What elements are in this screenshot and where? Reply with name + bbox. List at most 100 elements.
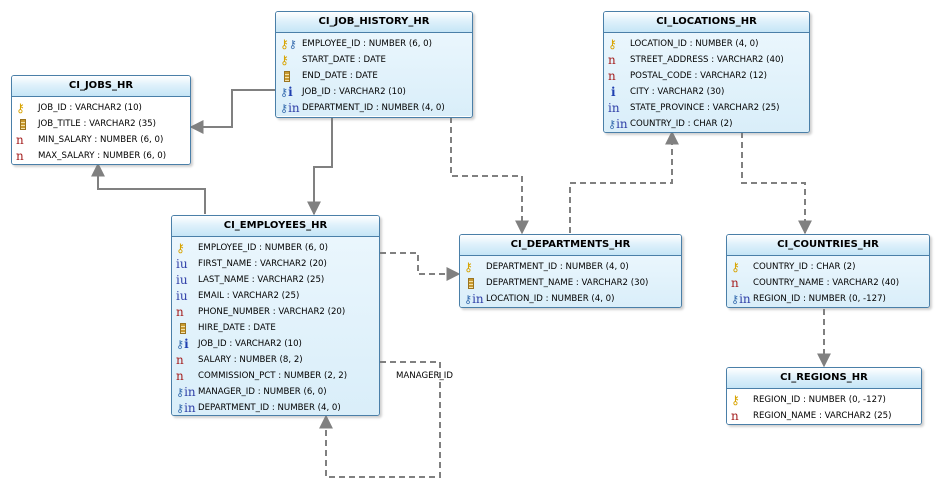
entity-column-row[interactable]: HIRE_DATE : DATE xyxy=(172,320,379,336)
column-definition: JOB_ID : VARCHAR2 (10) xyxy=(198,339,302,349)
column-definition: JOB_TITLE : VARCHAR2 (35) xyxy=(38,119,157,129)
column-definition: REGION_ID : NUMBER (0, -127) xyxy=(753,395,886,405)
column-definition: EMPLOYEE_ID : NUMBER (6, 0) xyxy=(302,39,432,49)
entity-column-row[interactable]: END_DATE : DATE xyxy=(276,68,472,84)
connector-jobhistory-employees xyxy=(307,117,333,216)
fk-indexed-nullable-icon: ⚷in xyxy=(608,117,628,131)
entity-employees[interactable]: CI_EMPLOYEES_HR ⚷ EMPLOYEE_ID : NUMBER (6… xyxy=(171,215,380,416)
fk-indexed-icon: ⚷i xyxy=(280,85,293,99)
entity-title: CI_JOB_HISTORY_HR xyxy=(276,12,472,33)
entity-locations[interactable]: CI_LOCATIONS_HR ⚷LOCATION_ID : NUMBER (4… xyxy=(603,11,810,133)
date-column-icon xyxy=(176,320,196,336)
column-definition: COUNTRY_ID : CHAR (2) xyxy=(753,262,856,272)
entity-column-row[interactable]: ⚷JOB_ID : VARCHAR2 (10) xyxy=(12,100,190,116)
entity-column-row[interactable]: ⚷DEPARTMENT_ID : NUMBER (4, 0) xyxy=(460,259,681,275)
fk-indexed-icon: ⚷i xyxy=(176,337,189,351)
indexed-icon: i xyxy=(611,85,616,99)
pk-key-icon: ⚷ xyxy=(608,37,617,51)
fk-indexed-nullable-icon: ⚷in xyxy=(731,292,751,306)
pk-fk-key-icon: ⚷⚷ xyxy=(280,37,297,51)
fk-indexed-nullable-icon: ⚷in xyxy=(176,401,196,415)
entity-column-row[interactable]: ⚷ EMPLOYEE_ID : NUMBER (6, 0) xyxy=(172,240,379,256)
entity-title: CI_EMPLOYEES_HR xyxy=(172,216,379,237)
column-definition: START_DATE : DATE xyxy=(302,55,386,65)
column-definition: COMMISSION_PCT : NUMBER (2, 2) xyxy=(198,371,348,381)
pk-key-icon: ⚷ xyxy=(176,241,185,255)
column-definition: EMPLOYEE_ID : NUMBER (6, 0) xyxy=(198,243,328,253)
entity-column-row[interactable]: ⚷ REGION_ID : NUMBER (0, -127) xyxy=(727,392,921,408)
entity-regions[interactable]: CI_REGIONS_HR ⚷REGION_ID : NUMBER (0, -1… xyxy=(726,367,922,425)
entity-columns: ⚷JOB_ID : VARCHAR2 (10) JOB_TITLE : VARCH… xyxy=(12,97,190,164)
entity-columns: ⚷DEPARTMENT_ID : NUMBER (4, 0) DEPARTMENT… xyxy=(460,256,681,307)
entity-column-row[interactable]: in STATE_PROVINCE : VARCHAR2 (25) xyxy=(604,100,809,116)
entity-column-row[interactable]: ⚷LOCATION_ID : NUMBER (4, 0) xyxy=(604,36,809,52)
entity-column-row[interactable]: DEPARTMENT_NAME : VARCHAR2 (30) xyxy=(460,275,681,291)
entity-column-row[interactable]: ⚷COUNTRY_ID : CHAR (2) xyxy=(727,259,929,275)
column-definition: MANAGER_ID : NUMBER (6, 0) xyxy=(198,387,327,397)
entity-column-row[interactable]: ⚷⚷ EMPLOYEE_ID : NUMBER (6, 0) xyxy=(276,36,472,52)
nullable-icon: n xyxy=(731,276,739,290)
connector-departments-locations xyxy=(569,130,679,233)
entity-columns: ⚷⚷ EMPLOYEE_ID : NUMBER (6, 0) ⚷ START_DATE… xyxy=(276,33,472,116)
entity-departments[interactable]: CI_DEPARTMENTS_HR ⚷DEPARTMENT_ID : NUMBE… xyxy=(459,234,682,308)
column-definition: REGION_ID : NUMBER (0, -127) xyxy=(753,294,886,304)
connector-locations-countries xyxy=(741,132,812,235)
manager-id-relationship-label: MANAGER_ID xyxy=(396,371,453,381)
column-definition: DEPARTMENT_ID : NUMBER (4, 0) xyxy=(302,103,445,113)
entity-job-history[interactable]: CI_JOB_HISTORY_HR ⚷⚷ EMPLOYEE_ID : NUMBER… xyxy=(275,11,473,118)
column-definition: REGION_NAME : VARCHAR2 (25) xyxy=(753,411,892,421)
column-definition: PHONE_NUMBER : VARCHAR2 (20) xyxy=(198,307,346,317)
indexed-nullable-icon: in xyxy=(608,101,620,115)
column-definition: SALARY : NUMBER (8, 2) xyxy=(198,355,303,365)
fk-indexed-nullable-icon: ⚷in xyxy=(464,292,484,306)
nullable-icon: n xyxy=(176,305,184,319)
column-definition: LAST_NAME : VARCHAR2 (25) xyxy=(198,275,325,285)
column-definition: DEPARTMENT_NAME : VARCHAR2 (30) xyxy=(486,278,649,288)
entity-column-row[interactable]: ⚷ START_DATE : DATE xyxy=(276,52,472,68)
pk-key-icon: ⚷ xyxy=(731,393,740,407)
column-definition: FIRST_NAME : VARCHAR2 (20) xyxy=(198,259,327,269)
entity-column-row[interactable]: n PHONE_NUMBER : VARCHAR2 (20) xyxy=(172,304,379,320)
column-definition: MIN_SALARY : NUMBER (6, 0) xyxy=(38,135,164,145)
entity-column-row[interactable]: JOB_TITLE : VARCHAR2 (35) xyxy=(12,116,190,132)
column-definition: LOCATION_ID : NUMBER (4, 0) xyxy=(486,294,615,304)
column-definition: MAX_SALARY : NUMBER (6, 0) xyxy=(38,151,167,161)
column-definition: COUNTRY_NAME : VARCHAR2 (40) xyxy=(753,278,900,288)
connector-jobhistory-jobs xyxy=(189,89,276,134)
fk-indexed-nullable-icon: ⚷in xyxy=(280,101,300,115)
entity-title: CI_DEPARTMENTS_HR xyxy=(460,235,681,256)
column-definition: DEPARTMENT_ID : NUMBER (4, 0) xyxy=(198,403,341,413)
entity-column-row[interactable]: ⚷i JOB_ID : VARCHAR2 (10) xyxy=(172,336,379,352)
column-definition: STATE_PROVINCE : VARCHAR2 (25) xyxy=(630,103,780,113)
connector-jobhistory-departments xyxy=(450,117,529,235)
pk-key-icon: ⚷ xyxy=(280,53,289,67)
entity-jobs[interactable]: CI_JOBS_HR ⚷JOB_ID : VARCHAR2 (10) JOB_TI… xyxy=(11,75,191,165)
entity-column-row[interactable]: n COUNTRY_NAME : VARCHAR2 (40) xyxy=(727,275,929,291)
entity-title: CI_LOCATIONS_HR xyxy=(604,12,809,33)
entity-title: CI_JOBS_HR xyxy=(12,76,190,97)
entity-columns: ⚷COUNTRY_ID : CHAR (2)n COUNTRY_NAME : VA… xyxy=(727,256,929,307)
pk-key-icon: ⚷ xyxy=(464,260,473,274)
fk-indexed-nullable-icon: ⚷in xyxy=(176,385,196,399)
